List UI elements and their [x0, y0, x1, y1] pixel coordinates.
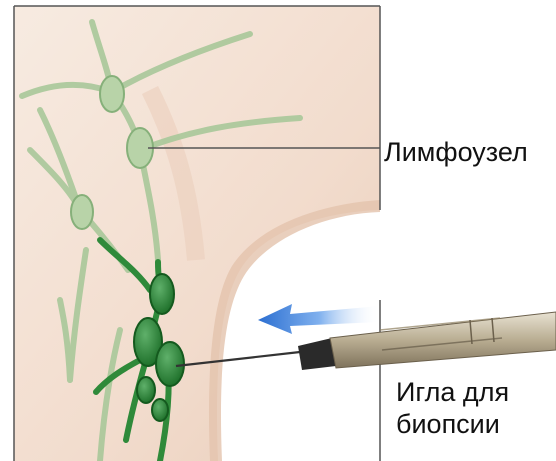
biopsy-needle-label: Игла для биопсии	[396, 377, 509, 441]
lymph-node-label: Лимфоузел	[384, 137, 528, 169]
biopsy-needle-label-line2: биопсии	[396, 409, 509, 441]
biopsy-needle-label-line1: Игла для	[396, 377, 509, 409]
skin-region	[14, 6, 380, 461]
